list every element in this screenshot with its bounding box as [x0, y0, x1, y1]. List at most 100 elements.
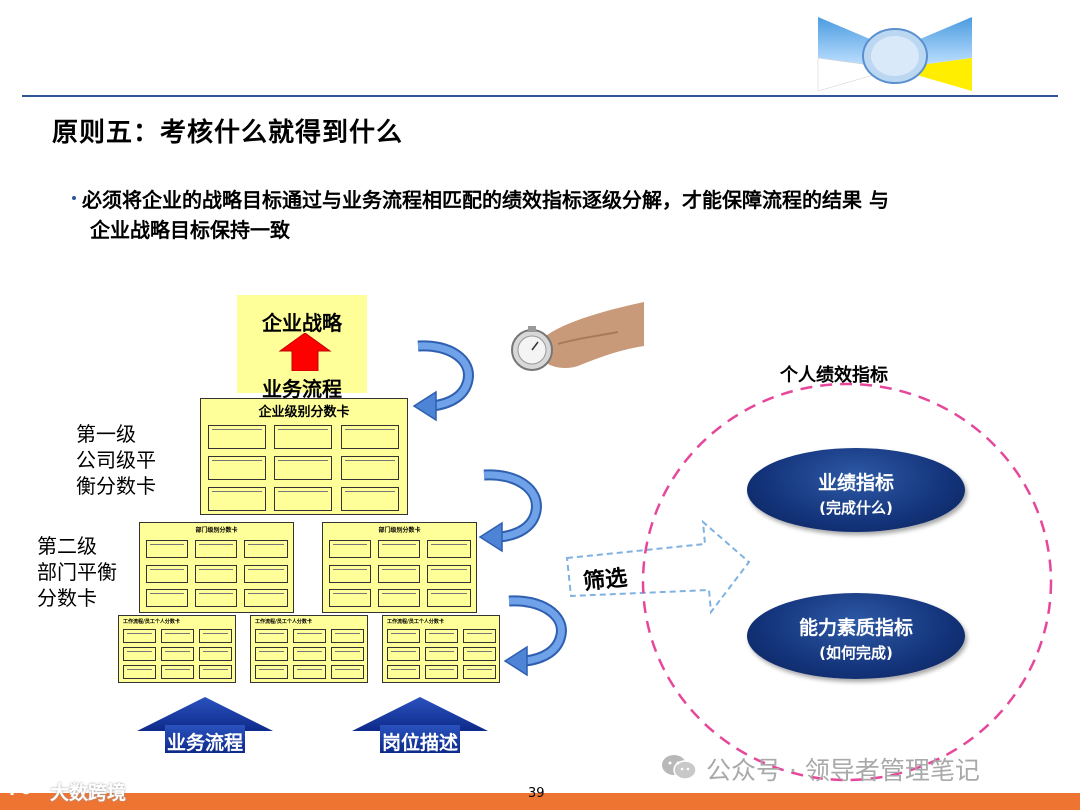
scorecard-cell: [274, 487, 332, 511]
employee-scorecard: 工作流程/员工个人分数卡: [118, 615, 236, 683]
brand-text: 大数跨境: [50, 782, 127, 804]
oval1-subtitle: (完成什么): [819, 499, 893, 517]
scorecard-cell: [427, 589, 471, 607]
scorecard-cell: [341, 456, 399, 480]
level1-label-line: 公司级平: [76, 448, 156, 472]
personal-kpi-circle: [641, 382, 1053, 782]
dept-scorecard-title: 部门级别分数卡: [195, 527, 238, 534]
oval1-title: 业绩指标: [817, 472, 894, 494]
scorecard-cell: [161, 665, 194, 679]
scorecard-cell: [161, 647, 194, 661]
bullet-text-line1: 必须将企业的战略目标通过与业务流程相匹配的绩效指标逐级分解，才能保障流程的结果 …: [82, 188, 889, 212]
performance-indicator-oval: 业绩指标 (完成什么): [747, 448, 965, 532]
scorecard-cell: [463, 647, 496, 661]
scorecard-cell: [255, 647, 288, 661]
employee-scorecard-title: 工作流程/员工个人分数卡: [255, 619, 312, 625]
footer-bar: [0, 793, 1080, 810]
scorecard-cell: [208, 487, 266, 511]
personal-kpi-title: 个人绩效指标: [780, 365, 888, 386]
scorecard-cell: [463, 629, 496, 643]
scorecard-cell: [378, 589, 420, 607]
scorecard-cell: [387, 665, 420, 679]
competency-indicator-oval: 能力素质指标 (如何完成): [747, 593, 965, 679]
filter-arrow: [565, 520, 751, 615]
triangle-business-process: [137, 697, 273, 753]
scorecard-cell: [331, 665, 364, 679]
scorecard-cell: [195, 565, 237, 583]
brand-logo-icon: [10, 779, 44, 796]
scorecard-cell: [195, 540, 237, 558]
scorecard-cell: [161, 629, 194, 643]
triangle-right-label: 岗位描述: [381, 732, 458, 754]
scorecard-cell: [293, 665, 326, 679]
scorecard-cell: [146, 589, 188, 607]
employee-scorecard: 工作流程/员工个人分数卡: [250, 615, 368, 683]
company-scorecard-title: 企业级别分数卡: [258, 405, 350, 420]
oval2-title: 能力素质指标: [798, 617, 913, 639]
scorecard-cell: [329, 589, 371, 607]
scorecard-cell: [425, 629, 458, 643]
scorecard-cell: [208, 456, 266, 480]
scorecard-cell: [244, 589, 288, 607]
page-title: 原则五：考核什么就得到什么: [52, 118, 404, 148]
scorecard-cell: [331, 647, 364, 661]
scorecard-cell: [146, 540, 188, 558]
dept-scorecard-title: 部门级别分数卡: [378, 527, 421, 534]
scorecard-cell: [425, 665, 458, 679]
scorecard-cell: [378, 540, 420, 558]
oval2-subtitle: (如何完成): [819, 644, 893, 662]
company-scorecard: 企业级别分数卡: [200, 398, 408, 515]
header-divider: [22, 95, 1058, 97]
level2-label-line: 分数卡: [37, 586, 97, 610]
stopwatch-hand-icon: [511, 302, 644, 371]
level2-label: 第二级 部门平衡 分数卡: [37, 533, 117, 611]
level2-label-line: 部门平衡: [37, 560, 117, 584]
scorecard-cell: [331, 629, 364, 643]
scorecard-cell: [293, 647, 326, 661]
scorecard-cell: [274, 456, 332, 480]
scorecard-cell: [378, 565, 420, 583]
scorecard-cell: [195, 589, 237, 607]
scorecard-cell: [425, 647, 458, 661]
bullet-text-line2: 企业战略目标保持一致: [90, 218, 290, 242]
scorecard-cell: [329, 540, 371, 558]
scorecard-cell: [293, 629, 326, 643]
employee-scorecard: 工作流程/员工个人分数卡: [382, 615, 500, 683]
scorecard-cell: [244, 565, 288, 583]
dept-scorecard: 部门级别分数卡: [139, 522, 294, 613]
scorecard-cell: [387, 647, 420, 661]
scorecard-cell: [199, 647, 232, 661]
curved-arrow-2: [478, 469, 542, 553]
employee-scorecard-title: 工作流程/员工个人分数卡: [123, 619, 180, 625]
level1-label-line: 衡分数卡: [76, 474, 156, 498]
scorecard-cell: [341, 487, 399, 511]
scorecard-cell: [199, 665, 232, 679]
page-number: 39: [528, 786, 545, 801]
scorecard-cell: [244, 540, 288, 558]
scorecard-cell: [255, 665, 288, 679]
business-process-label: 业务流程: [262, 377, 342, 401]
scorecard-cell: [123, 629, 156, 643]
employee-scorecard-title: 工作流程/员工个人分数卡: [387, 619, 444, 625]
dept-scorecard: 部门级别分数卡: [322, 522, 477, 613]
scorecard-cell: [387, 629, 420, 643]
scorecard-cell: [146, 565, 188, 583]
curved-arrow-3: [503, 595, 567, 677]
scorecard-cell: [274, 425, 332, 449]
level1-label: 第一级 公司级平 衡分数卡: [76, 421, 156, 499]
strategy-label: 企业战略: [262, 311, 342, 335]
scorecard-cell: [463, 665, 496, 679]
triangle-left-label: 业务流程: [166, 732, 243, 754]
scorecard-cell: [341, 425, 399, 449]
wechat-icon: [662, 755, 697, 780]
scorecard-cell: [123, 647, 156, 661]
scorecard-cell: [123, 665, 156, 679]
scorecard-cell: [255, 629, 288, 643]
triangle-job-description: [352, 697, 488, 753]
up-arrow-icon: [278, 333, 332, 371]
curved-arrow-1: [412, 340, 474, 422]
company-logo: [817, 17, 972, 92]
scorecard-cell: [199, 629, 232, 643]
bullet-marker: [72, 196, 76, 200]
scorecard-cell: [329, 565, 371, 583]
